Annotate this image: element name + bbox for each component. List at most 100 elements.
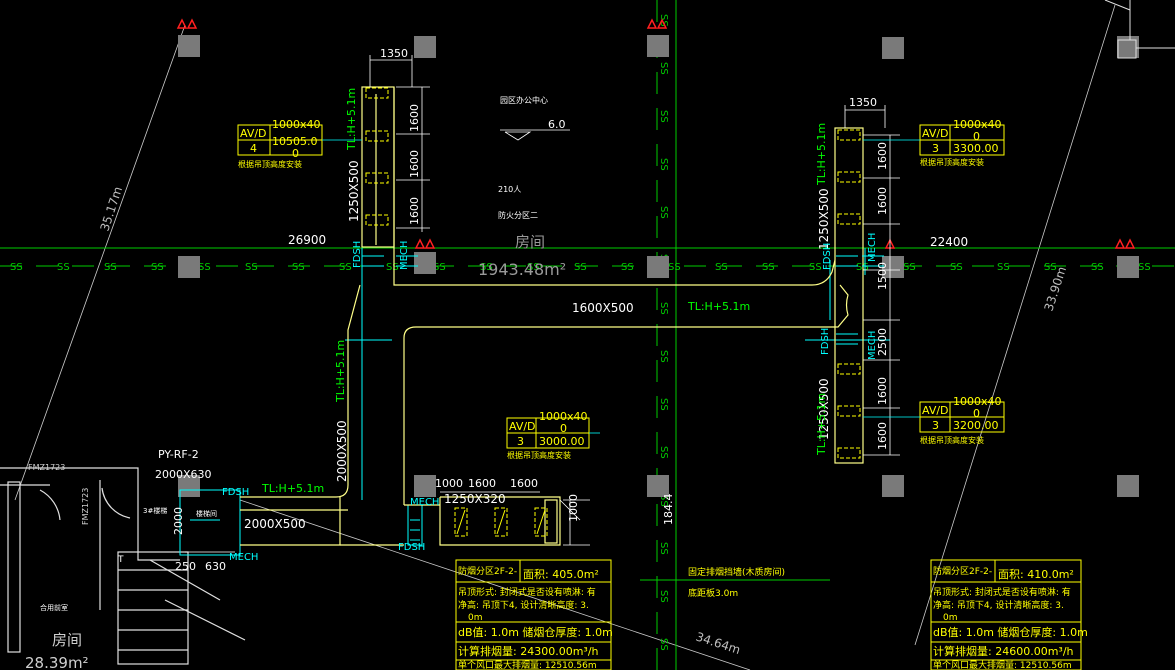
ss-label: SS bbox=[658, 638, 669, 651]
warning-triangle bbox=[424, 238, 436, 249]
fdsh-label-5: FDSH bbox=[398, 542, 425, 553]
ss-label: SS bbox=[668, 262, 681, 273]
air-grille bbox=[837, 129, 861, 141]
ss-label: SS bbox=[433, 262, 446, 273]
air-grille bbox=[837, 171, 861, 183]
column-marker bbox=[414, 36, 436, 58]
dim-1600-l2: 1600 bbox=[408, 150, 421, 178]
warning-triangle bbox=[414, 238, 426, 249]
ss-label: SS bbox=[658, 398, 669, 411]
avd2-flow: 3300.00 bbox=[953, 142, 999, 155]
label-bottom-small-duct: 1250X320 bbox=[444, 492, 506, 506]
smoke-table-2-texts: 防烟分区2F-2- 面积: 410.0m² 吊顶形式: 封闭式是否设有喷淋: 有… bbox=[933, 565, 1088, 670]
ss-label: SS bbox=[658, 350, 669, 363]
air-grille bbox=[494, 507, 508, 537]
cyan-fire-lines bbox=[179, 248, 890, 556]
air-grille-slash bbox=[456, 509, 466, 535]
door-fm-1: FMZ1723 bbox=[28, 463, 65, 472]
main-duct-bottom-edge bbox=[403, 284, 849, 505]
mech-label-1: MECH bbox=[399, 241, 410, 270]
avd4-head: AV/D bbox=[922, 404, 949, 417]
ss-label: SS bbox=[658, 158, 669, 171]
avd4-flow2: 0 bbox=[973, 407, 980, 420]
air-grille bbox=[534, 507, 548, 537]
dim-1600-r4: 1600 bbox=[876, 422, 889, 450]
column-marker bbox=[647, 475, 669, 497]
t2-max: 单个风口最大排烟量: 12510.56m bbox=[933, 659, 1072, 670]
t2-zone: 防烟分区2F-2- bbox=[933, 565, 992, 577]
warning-triangle bbox=[1114, 238, 1126, 249]
ss-label: SS bbox=[527, 262, 540, 273]
column-marker bbox=[1117, 475, 1139, 497]
avd4-size: 1000x40 bbox=[953, 395, 1002, 408]
dimension-lines bbox=[185, 55, 900, 553]
label-stair-vertical: 2000 bbox=[172, 507, 185, 535]
avd3-count: 3 bbox=[517, 435, 524, 448]
room-name: 房间 bbox=[515, 233, 545, 251]
t2-height2: 0m bbox=[943, 613, 958, 623]
column-marker bbox=[1117, 256, 1139, 278]
dim-1500: 1500 bbox=[876, 262, 889, 290]
mech-label-4: MECH bbox=[229, 552, 258, 563]
avd2-count: 3 bbox=[932, 142, 939, 155]
equipment-labels: FDSH MECH FDSH MECH FDSH MECH FDSH MECH … bbox=[222, 233, 878, 563]
ss-label: SS bbox=[658, 62, 669, 75]
ss-label: SS bbox=[658, 590, 669, 603]
ss-label: SS bbox=[621, 262, 634, 273]
t1-height: 净高: 吊顶下4, 设计清晰高度: 3. bbox=[458, 599, 589, 611]
column-marker bbox=[178, 475, 200, 497]
tl-left: TL:H+5.1m bbox=[345, 88, 358, 151]
label-py-rf: PY-RF-2 bbox=[158, 448, 199, 461]
level-value: 6.0 bbox=[548, 118, 566, 131]
stair-public-label: 合用前室 bbox=[40, 603, 68, 612]
warning-triangle bbox=[1124, 238, 1136, 249]
left-riser-duct-outer bbox=[240, 284, 361, 498]
label-left-vertical-duct: 1250X500 bbox=[347, 160, 361, 222]
avd2-note: 根据吊顶高度安装 bbox=[920, 157, 984, 167]
t1-area: 面积: 405.0m² bbox=[523, 568, 599, 581]
label-right-vertical-duct-bottom: 1250X500 bbox=[817, 378, 831, 440]
center-name: 园区办公中心 bbox=[500, 95, 548, 105]
dim-1350-left: 1350 bbox=[380, 47, 408, 60]
ss-label: SS bbox=[658, 14, 669, 27]
dim-1600-r3: 1600 bbox=[876, 377, 889, 405]
t2-area: 面积: 410.0m² bbox=[998, 568, 1074, 581]
t2-calc: 计算排烟量: 24600.00m³/h bbox=[933, 644, 1074, 658]
avd2-flow2: 0 bbox=[973, 130, 980, 143]
avd2-head: AV/D bbox=[922, 127, 949, 140]
dim-1600-b2: 1600 bbox=[510, 477, 538, 490]
air-grille-slash bbox=[536, 509, 546, 535]
mech-label-3: MECH bbox=[867, 331, 878, 360]
ss-label: SS bbox=[658, 302, 669, 315]
stair-room-walls bbox=[0, 467, 246, 665]
avd3-head: AV/D bbox=[509, 420, 536, 433]
label-main-duct: 1600X500 bbox=[572, 301, 634, 315]
avd1-head: AV/D bbox=[240, 127, 267, 140]
people-count: 210人 bbox=[498, 185, 521, 194]
avd3-note: 根据吊顶高度安装 bbox=[507, 450, 571, 460]
ss-label: SS bbox=[658, 206, 669, 219]
dim-630: 630 bbox=[205, 560, 226, 573]
avd-texts: AV/D 1000x40 4 10505.0 0 根据吊顶高度安装 AV/D 1… bbox=[238, 118, 1002, 460]
air-grilles bbox=[190, 87, 884, 541]
t1-ceiling: 吊顶形式: 封闭式是否设有喷淋: 有 bbox=[458, 586, 596, 598]
t2-db: dB值: 1.0m 储烟仓厚度: 1.0m bbox=[933, 625, 1088, 639]
column-marker bbox=[414, 252, 436, 274]
mech-label-5: MECH bbox=[410, 497, 439, 508]
air-grille bbox=[837, 213, 861, 225]
beam-height: 底距板3.0m bbox=[688, 587, 738, 599]
ss-label: SS bbox=[1091, 262, 1104, 273]
fire-zone: 防火分区二 bbox=[498, 210, 538, 220]
column-marker bbox=[178, 256, 200, 278]
fdsh-label-4: FDSH bbox=[222, 487, 249, 498]
dim-1600-r2: 1600 bbox=[876, 187, 889, 215]
dim-1600-r1: 1600 bbox=[876, 142, 889, 170]
dim-1350-right: 1350 bbox=[849, 96, 877, 109]
avd4-note: 根据吊顶高度安装 bbox=[920, 435, 984, 445]
warning-triangle bbox=[646, 18, 658, 29]
fdsh-label-1: FDSH bbox=[352, 241, 363, 268]
air-grille bbox=[365, 130, 389, 142]
t1-db: dB值: 1.0m 储烟仓厚度: 1.0m bbox=[458, 625, 613, 639]
column-marker bbox=[647, 35, 669, 57]
